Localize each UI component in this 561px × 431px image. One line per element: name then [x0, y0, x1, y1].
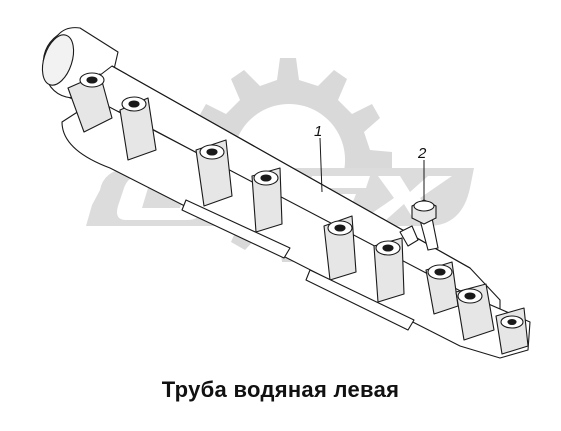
- callout-1-number: 1: [314, 123, 322, 140]
- mounting-boss: [305, 215, 415, 331]
- mounting-boss: [181, 139, 291, 259]
- pipe-flange-base: [61, 99, 531, 359]
- watermark-letter-x: [362, 176, 452, 220]
- callout-1: 1: [314, 123, 323, 193]
- water-pipe-part: [41, 27, 531, 359]
- diagram-caption: Труба водяная левая: [161, 377, 400, 402]
- mounting-boss: [425, 261, 529, 355]
- pipe-inlet-opening: [41, 34, 75, 86]
- bolt-head-top: [413, 200, 435, 212]
- callout-2: 2: [417, 145, 427, 200]
- bolt-part: [411, 199, 439, 251]
- mounting-boss: [67, 72, 157, 161]
- callout-2-number: 2: [417, 145, 427, 162]
- exploded-view-drawing: 1 2: [41, 27, 531, 359]
- pipe-side-outlet: [399, 225, 419, 247]
